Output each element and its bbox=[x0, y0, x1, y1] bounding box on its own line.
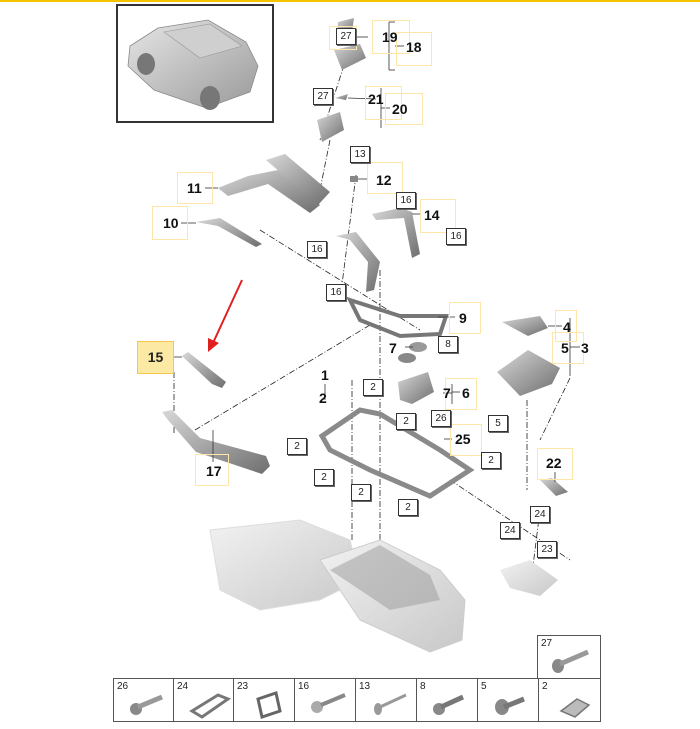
dashboard-console-assembly bbox=[209, 519, 466, 653]
part-21 bbox=[335, 94, 348, 100]
legend-number: 2 bbox=[542, 681, 548, 692]
part-22-plate bbox=[540, 478, 568, 496]
screw-icon bbox=[311, 693, 346, 713]
part-10-trim bbox=[196, 218, 262, 247]
legend-number: 27 bbox=[541, 638, 553, 649]
callout-7-upper[interactable]: 7 bbox=[389, 340, 397, 356]
ref-2-g[interactable]: 2 bbox=[398, 499, 418, 516]
ref-27-lower[interactable]: 27 bbox=[313, 88, 333, 105]
red-pointer-arrow bbox=[208, 279, 243, 352]
ref-24-b[interactable]: 24 bbox=[500, 522, 520, 539]
assembly-lines bbox=[173, 64, 571, 591]
callout-5[interactable]: 5 bbox=[561, 340, 569, 356]
callout-2[interactable]: 2 bbox=[319, 390, 327, 406]
part-4-cover bbox=[502, 316, 548, 336]
part-11-trim bbox=[218, 170, 320, 213]
part-15-trim bbox=[182, 352, 226, 388]
fastener-legend: 26 24 23 16 13 8 5 2 bbox=[113, 678, 601, 722]
callout-1[interactable]: 1 bbox=[321, 367, 329, 383]
ref-24-a[interactable]: 24 bbox=[530, 506, 550, 523]
callout-15-highlighted[interactable]: 15 bbox=[137, 341, 174, 374]
legend-cell-26[interactable]: 26 bbox=[113, 678, 174, 722]
legend-cell-24[interactable]: 24 bbox=[173, 678, 234, 722]
ref-16-c[interactable]: 16 bbox=[307, 241, 327, 258]
part-3-tray bbox=[497, 350, 560, 396]
callout-10[interactable]: 10 bbox=[163, 215, 179, 231]
screw-icon bbox=[495, 696, 525, 715]
callout-9[interactable]: 9 bbox=[459, 310, 467, 326]
legend-cell-5[interactable]: 5 bbox=[477, 678, 539, 722]
screw-icon bbox=[433, 694, 465, 715]
ref-16-b[interactable]: 16 bbox=[446, 228, 466, 245]
ref-2-a[interactable]: 2 bbox=[363, 379, 383, 396]
callout-18[interactable]: 18 bbox=[406, 39, 422, 55]
ref-13[interactable]: 13 bbox=[350, 146, 370, 163]
part-20-bezel bbox=[317, 112, 344, 142]
callout-6[interactable]: 6 bbox=[462, 385, 470, 401]
legend-cell-13[interactable]: 13 bbox=[355, 678, 417, 722]
screw-icon bbox=[552, 649, 589, 673]
callout-20[interactable]: 20 bbox=[392, 101, 408, 117]
part-7-caps bbox=[398, 342, 427, 363]
part-console-lower bbox=[500, 560, 558, 596]
car-icon bbox=[127, 19, 259, 110]
part-12-clip bbox=[350, 176, 358, 182]
callout-21[interactable]: 21 bbox=[368, 91, 384, 107]
callout-19[interactable]: 19 bbox=[382, 29, 398, 45]
callout-25[interactable]: 25 bbox=[455, 431, 471, 447]
ref-2-e[interactable]: 2 bbox=[351, 484, 371, 501]
legend-number: 23 bbox=[237, 681, 249, 692]
legend-number: 24 bbox=[177, 681, 189, 692]
ref-27-upper[interactable]: 27 bbox=[336, 28, 356, 45]
callout-11[interactable]: 11 bbox=[187, 180, 202, 196]
ref-16-a[interactable]: 16 bbox=[396, 192, 416, 209]
legend-cell-23[interactable]: 23 bbox=[233, 678, 295, 722]
ref-23[interactable]: 23 bbox=[537, 541, 557, 558]
ref-26[interactable]: 26 bbox=[431, 410, 451, 427]
vehicle-thumbnail bbox=[116, 4, 274, 123]
part-1-carrier bbox=[318, 407, 475, 499]
callout-17[interactable]: 17 bbox=[206, 463, 222, 479]
clip-icon bbox=[559, 698, 591, 718]
ref-5[interactable]: 5 bbox=[488, 415, 508, 432]
part-6-holder bbox=[398, 372, 434, 404]
callout-4[interactable]: 4 bbox=[563, 319, 571, 335]
screw-icon bbox=[374, 693, 407, 715]
accent-bar bbox=[0, 0, 700, 2]
ref-16-d[interactable]: 16 bbox=[326, 284, 346, 301]
ref-2-c[interactable]: 2 bbox=[396, 413, 416, 430]
callout-7-lower[interactable]: 7 bbox=[443, 385, 451, 401]
part-upper-trim bbox=[266, 154, 330, 205]
ref-2-f[interactable]: 2 bbox=[481, 452, 501, 469]
legend-cell-16[interactable]: 16 bbox=[294, 678, 356, 722]
legend-number: 16 bbox=[298, 681, 310, 692]
legend-cell-27[interactable]: 27 bbox=[537, 635, 601, 679]
callout-14[interactable]: 14 bbox=[424, 207, 440, 223]
part-16-trim bbox=[336, 232, 380, 292]
legend-cell-2[interactable]: 2 bbox=[538, 678, 601, 722]
ref-8[interactable]: 8 bbox=[438, 336, 458, 353]
callout-12[interactable]: 12 bbox=[376, 172, 392, 188]
ref-2-d[interactable]: 2 bbox=[314, 469, 334, 486]
legend-number: 5 bbox=[481, 681, 487, 692]
legend-cell-8[interactable]: 8 bbox=[416, 678, 478, 722]
clip-icon bbox=[256, 691, 282, 719]
part-9-frame bbox=[346, 296, 449, 339]
callout-3[interactable]: 3 bbox=[581, 340, 589, 356]
clip-icon bbox=[189, 693, 232, 719]
callout-22[interactable]: 22 bbox=[546, 455, 562, 471]
part-18-bezel bbox=[334, 44, 366, 70]
part-14-trim bbox=[372, 208, 420, 258]
legend-number: 13 bbox=[359, 681, 371, 692]
legend-number: 26 bbox=[117, 681, 129, 692]
ref-2-b[interactable]: 2 bbox=[287, 438, 307, 455]
part-17-trim bbox=[162, 410, 270, 474]
screw-icon bbox=[130, 694, 163, 715]
legend-number: 8 bbox=[420, 681, 426, 692]
